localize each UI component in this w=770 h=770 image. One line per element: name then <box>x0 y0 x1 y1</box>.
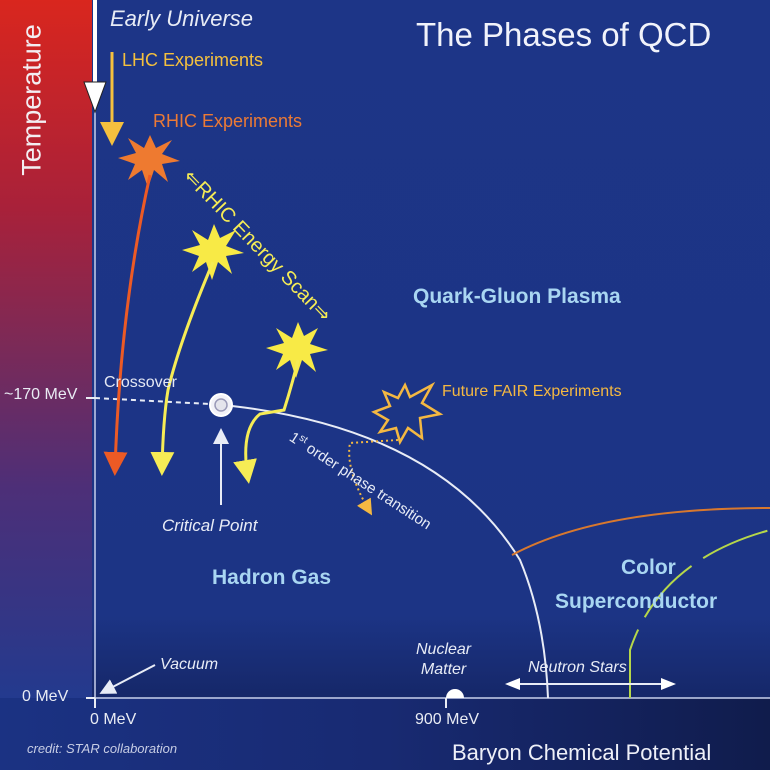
color-superconductor-label-line2: Superconductor <box>555 590 718 613</box>
csc-green-boundary <box>629 529 770 698</box>
fair-star-icon <box>371 381 444 446</box>
credit-label: credit: STAR collaboration <box>27 741 178 756</box>
axes <box>86 0 770 708</box>
rhic-star-icon <box>118 135 180 188</box>
hadron-gas-label: Hadron Gas <box>212 566 332 589</box>
diagram-title: The Phases of QCD <box>416 16 712 53</box>
temperature-gradient-bar <box>0 0 92 698</box>
critical-point-label: Critical Point <box>162 516 258 535</box>
x-axis-band <box>0 698 770 770</box>
energy-scan-trajectory-2 <box>233 359 300 484</box>
energy-scan-star-2-icon <box>266 322 328 378</box>
fair-experiments-label: Future FAIR Experiments <box>442 383 622 400</box>
x-tick-0-mev: 0 MeV <box>90 711 137 728</box>
x-tick-900-mev: 900 MeV <box>415 711 480 728</box>
first-order-transition-curve <box>231 405 549 699</box>
crossover-line <box>94 397 211 405</box>
critical-point-marker <box>209 393 233 417</box>
y-tick-170-mev: ~170 MeV <box>4 386 78 403</box>
fair-dotted-trajectory <box>348 439 399 516</box>
nuclear-line2: Matter <box>420 661 467 678</box>
energy-scan-trajectory-1 <box>150 261 215 476</box>
quark-gluon-plasma-label: Quark-Gluon Plasma <box>413 285 621 308</box>
rhic-experiments-label: RHIC Experiments <box>153 111 303 131</box>
x-axis-label: Baryon Chemical Potential <box>452 740 712 765</box>
neutron-stars-label: Neutron Stars <box>528 659 627 676</box>
color-superconductor-label-line1: Color <box>621 556 676 579</box>
rhic-trajectory-arrow <box>103 174 152 476</box>
lhc-experiments-label: LHC Experiments <box>122 50 264 70</box>
y-tick-0-mev: 0 MeV <box>22 688 69 705</box>
vacuum-arrow <box>99 664 156 694</box>
energy-scan-star-1-icon <box>182 224 244 280</box>
csc-orange-boundary <box>511 507 770 556</box>
neutron-stars-range-arrow <box>505 678 676 690</box>
early-universe-arrow-icon <box>83 0 107 114</box>
nuclear-line1: Nuclear <box>416 641 472 658</box>
y-axis-label: Temperature <box>16 24 47 176</box>
early-universe-label: Early Universe <box>110 6 254 31</box>
nuclear-matter-marker <box>446 689 464 698</box>
vacuum-label: Vacuum <box>160 656 219 673</box>
crossover-label: Crossover <box>104 374 177 391</box>
